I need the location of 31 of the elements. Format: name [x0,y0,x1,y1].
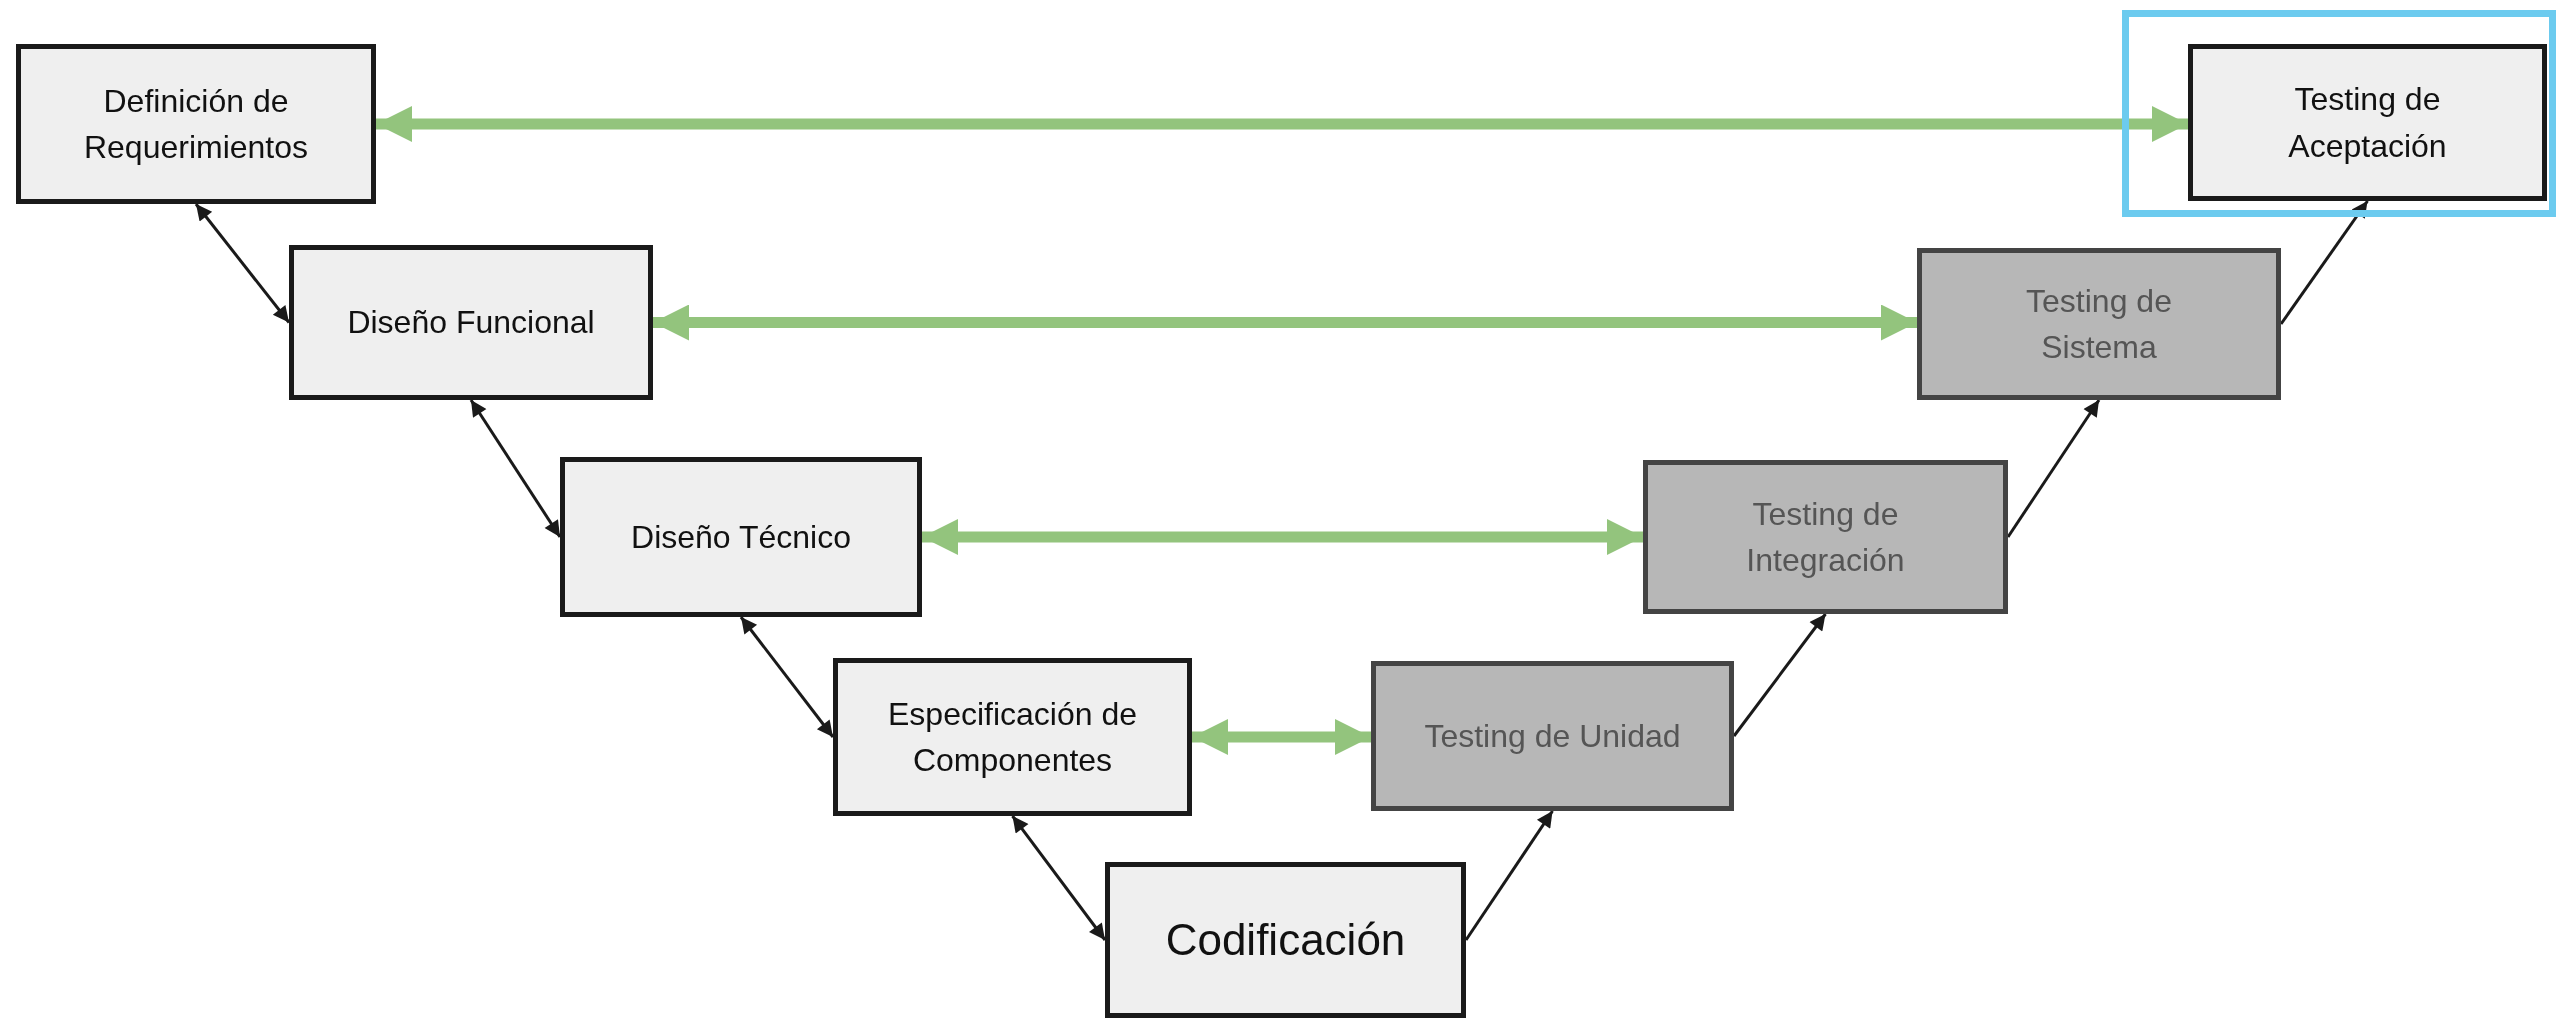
box-label: Diseño Funcional [346,303,596,343]
arrow [739,616,835,738]
arrow [2006,399,2101,538]
testing-box [1917,248,2281,400]
process-box [2188,44,2547,201]
process-box [16,44,376,204]
box-label: Diseño Técnico [630,517,852,557]
box-label: Especificación de Componentes [887,694,1138,780]
box-label: Testing de Integración [1745,494,1906,580]
highlight-frame [2122,10,2556,217]
arrow [922,519,1643,555]
process-box [1105,862,1466,1018]
box-label: Codificación [1164,914,1407,967]
arrow [653,304,1917,341]
arrow [1192,719,1371,755]
arrow [1732,613,1827,737]
arrow [469,399,562,538]
arrow [2279,200,2369,325]
box-label: Testing de Aceptación [2287,80,2448,166]
testing-box [1371,661,1734,811]
testing-box [1643,460,2008,614]
process-box [560,457,922,617]
process-box [289,245,653,400]
arrow [376,106,2188,142]
arrow [194,203,291,324]
arrow [1464,810,1554,941]
process-box [833,658,1192,816]
arrow [1011,815,1107,941]
box-label: Testing de Unidad [1423,716,1682,756]
box-label: Testing de Sistema [2025,281,2173,367]
box-label: Definición de Requerimientos [82,81,310,167]
